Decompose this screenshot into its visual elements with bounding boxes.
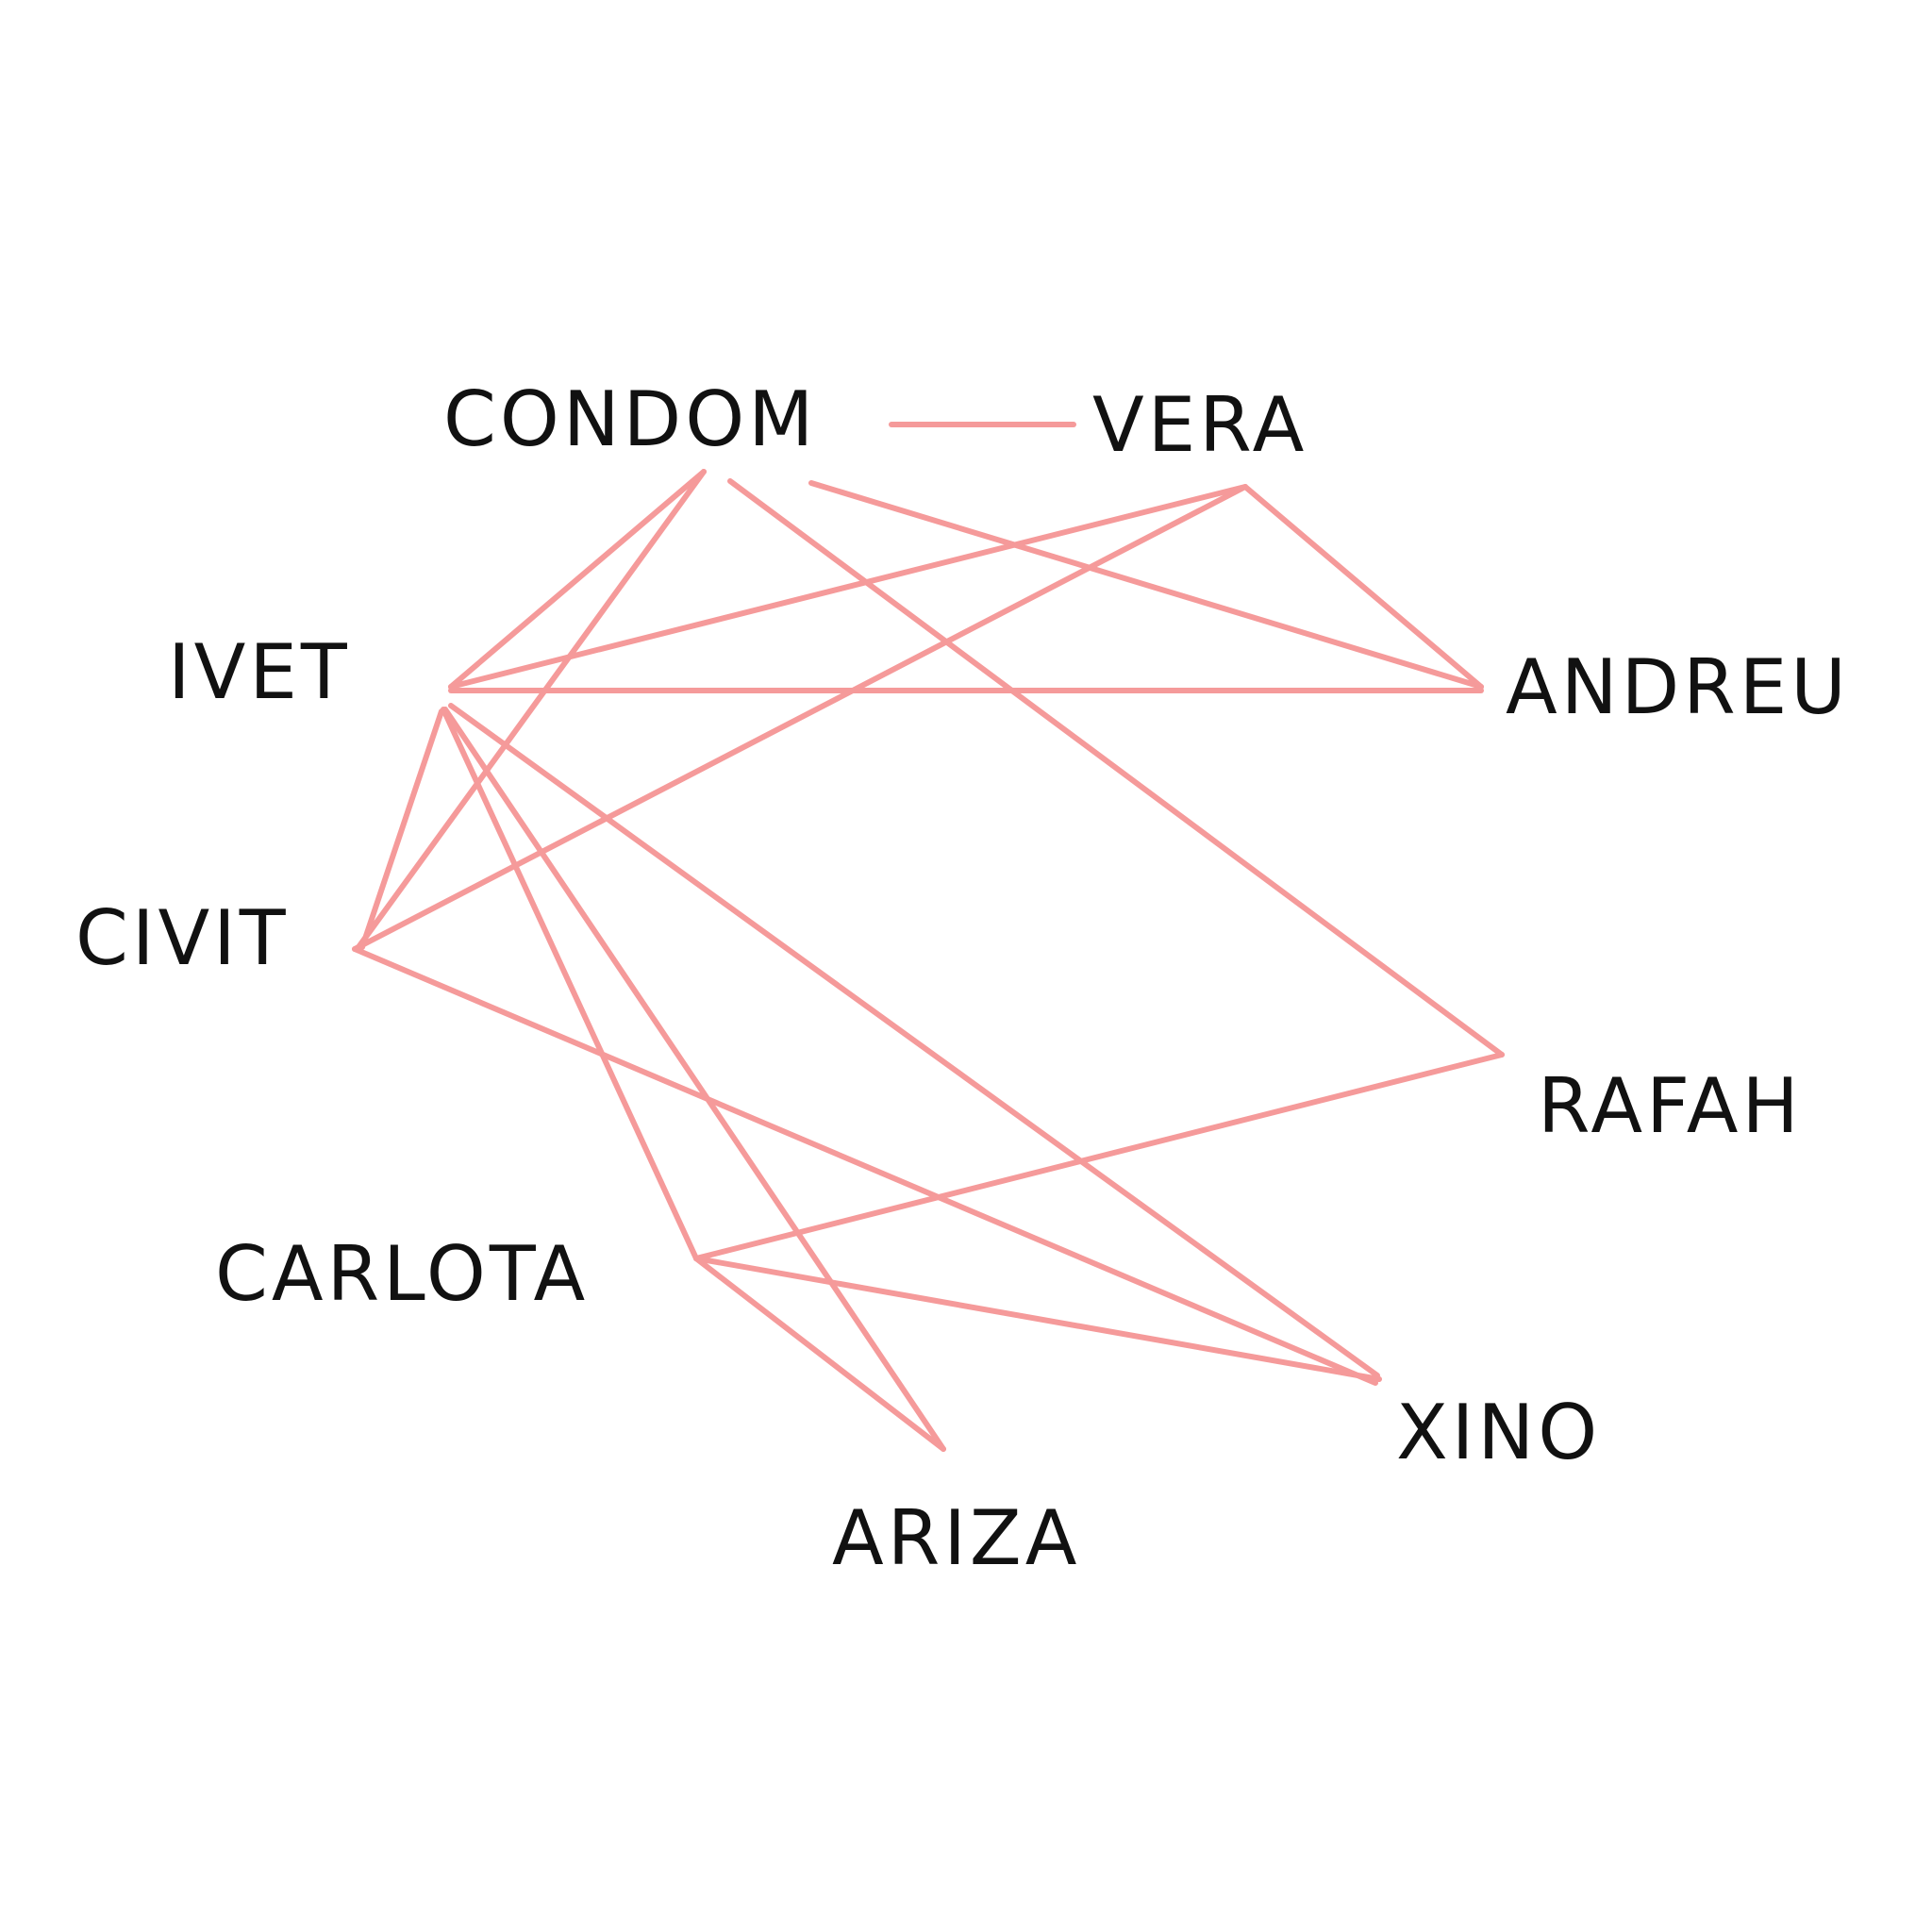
node-xino: XINO	[1396, 1389, 1601, 1476]
edge-vera-civit	[352, 484, 1248, 952]
edge-ivet-ariza	[442, 707, 946, 1452]
node-vera: VERA	[1092, 381, 1307, 469]
edges-layer	[352, 422, 1505, 1452]
node-carlota: CARLOTA	[215, 1230, 589, 1318]
edge-vera-ivet	[448, 484, 1248, 690]
node-ariza: ARIZA	[832, 1494, 1080, 1582]
edge-ivet-carlota	[441, 707, 699, 1261]
edge-condom-andreu	[808, 480, 1484, 690]
edge-condom-ivet	[448, 469, 707, 690]
labels-layer: CONDOM VERA IVET ANDREU CIVIT RAFAH CARL…	[75, 375, 1850, 1582]
edge-ivet-xino	[448, 703, 1380, 1378]
edge-rafah-carlota	[693, 1052, 1505, 1261]
node-civit: CIVIT	[75, 894, 290, 982]
node-rafah: RAFAH	[1538, 1062, 1803, 1150]
edge-civit-xino	[352, 946, 1378, 1386]
edge-condom-civit	[356, 469, 707, 950]
node-ivet: IVET	[168, 628, 351, 716]
edge-carlota-ariza	[693, 1256, 946, 1452]
edge-condom-rafah	[727, 478, 1505, 1058]
edge-ivet-civit	[359, 708, 444, 950]
edge-carlota-xino	[693, 1256, 1382, 1382]
node-condom: CONDOM	[443, 375, 817, 463]
node-andreu: ANDREU	[1506, 643, 1850, 731]
edge-vera-andreu	[1242, 484, 1484, 690]
